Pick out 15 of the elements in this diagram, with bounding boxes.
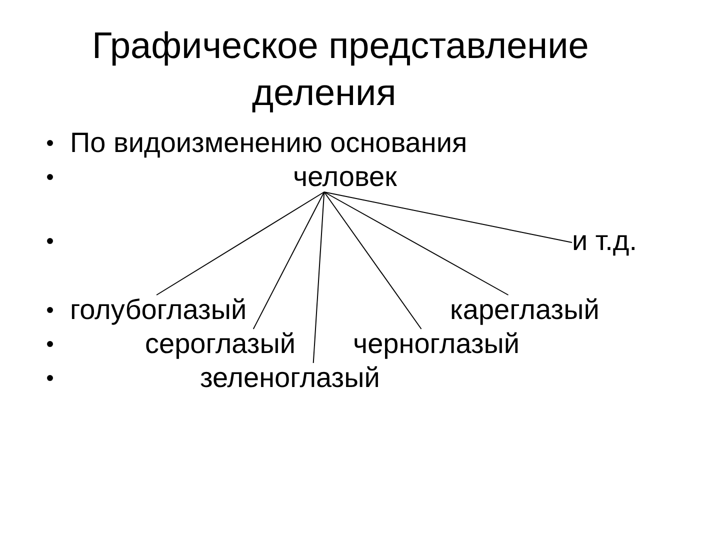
node-label: голубоглазый	[70, 295, 247, 325]
list-text: По видоизменению основания	[70, 128, 468, 158]
connector-line	[324, 192, 572, 243]
connector-line	[156, 192, 325, 296]
node-label: человек	[293, 162, 397, 192]
connector-line	[324, 192, 422, 330]
node-label: сероглазый	[145, 329, 296, 359]
node-label: зеленоглазый	[200, 363, 380, 393]
connector-line	[324, 192, 509, 296]
node-label: черноглазый	[353, 329, 520, 359]
node-label: кареглазый	[450, 295, 600, 325]
connector-line	[312, 192, 325, 364]
connector-line	[252, 192, 325, 330]
slide-title: Графическое представление деления	[92, 24, 590, 115]
node-label: и т.д.	[572, 226, 638, 256]
